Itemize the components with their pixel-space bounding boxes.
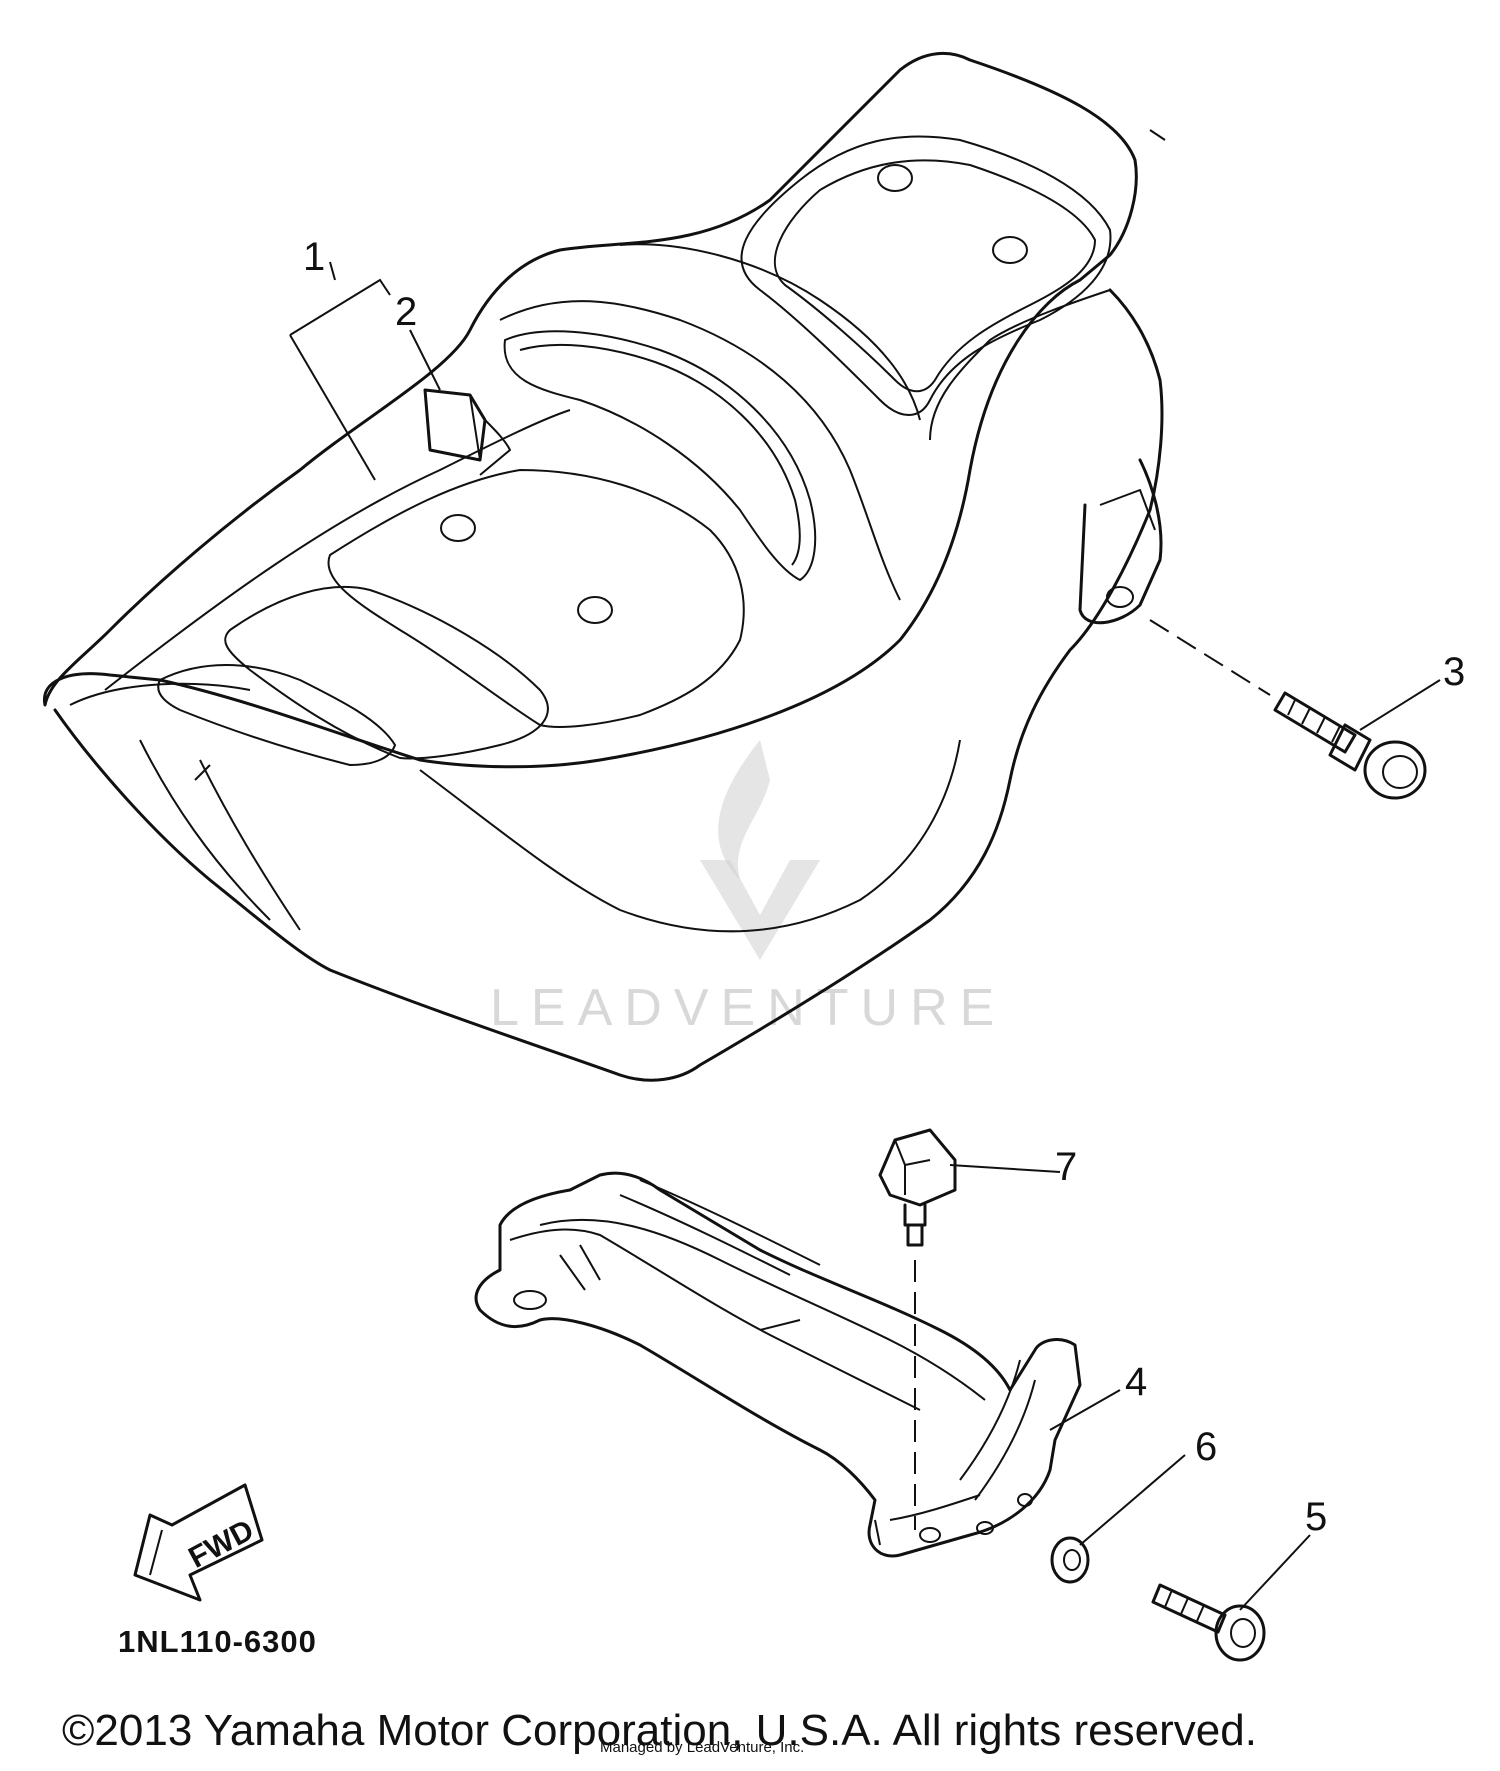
callout-6: 6	[1195, 1425, 1217, 1469]
callout-2: 2	[395, 290, 417, 334]
damper-7-drawing	[878, 1128, 1061, 1530]
bolt-5-drawing	[1151, 1534, 1311, 1662]
watermark-brand: LEADVENTURE	[490, 979, 1006, 1037]
copyright-notice: ©2013 Yamaha Motor Corporation, U.S.A. A…	[62, 1706, 1257, 1755]
callout-5: 5	[1305, 1495, 1327, 1539]
seat-bracket-drawing	[474, 1171, 1121, 1558]
callout-4: 4	[1125, 1360, 1147, 1404]
leadventure-watermark: LEADVENTURE	[490, 740, 1006, 1037]
callout-7: 7	[1055, 1145, 1077, 1189]
callout-1: 1	[303, 235, 325, 279]
seat-drawing	[43, 51, 1166, 1082]
leader-lines	[289, 261, 441, 481]
bolt-3-drawing	[1149, 619, 1441, 800]
forward-direction-icon: FWD	[133, 1483, 264, 1602]
diagram-code: 1NL110-6300	[118, 1624, 317, 1659]
callout-3: 3	[1443, 650, 1465, 694]
fine-print: Managed by LeadVenture, Inc.	[600, 1739, 804, 1756]
forward-direction-label: FWD	[183, 1514, 259, 1575]
nut-6-drawing	[1050, 1454, 1186, 1584]
